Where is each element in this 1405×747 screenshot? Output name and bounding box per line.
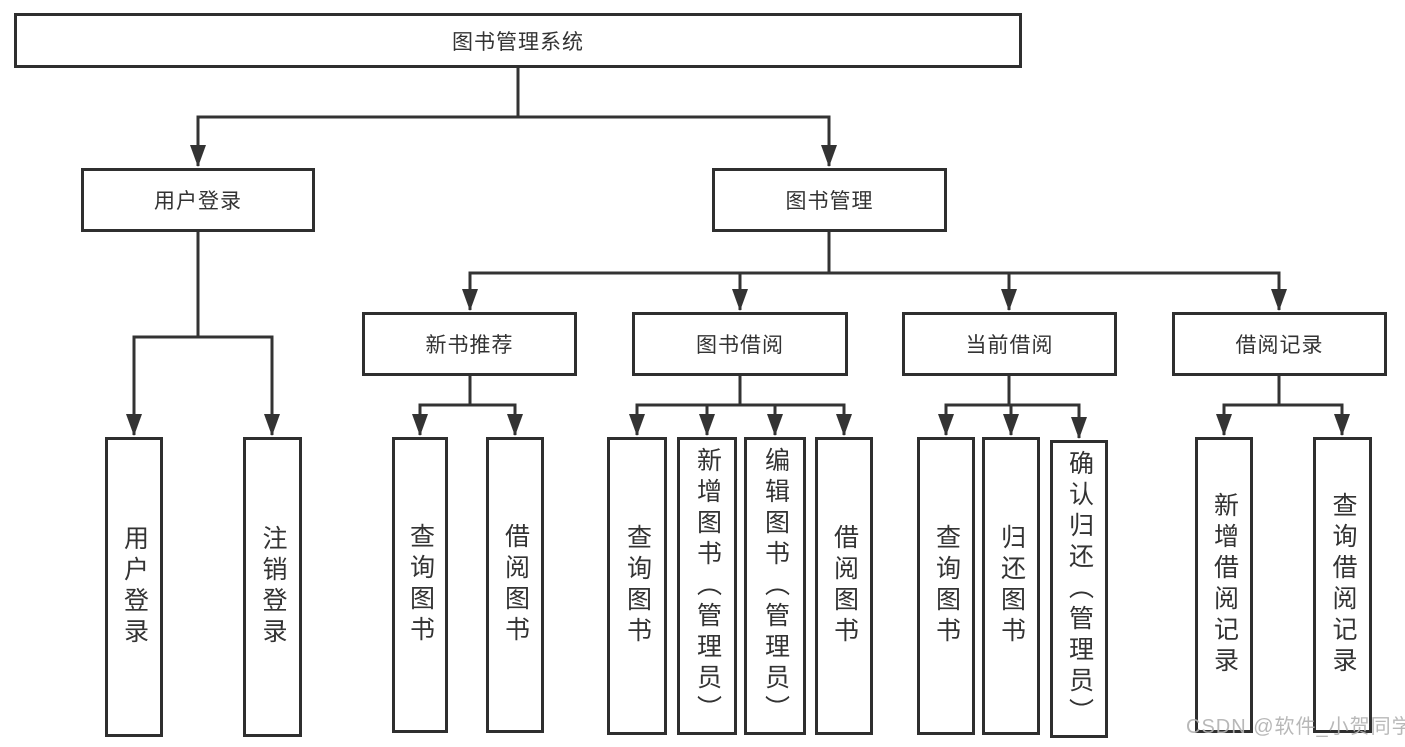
leaf-user-login-label: 用户登录: [120, 525, 149, 649]
leaf-borrow-books-borrowing: 借阅图书: [815, 437, 873, 735]
node-current-borrowing: 当前借阅: [902, 312, 1117, 376]
node-library-system-label: 图书管理系统: [452, 30, 584, 54]
leaf-edit-book-admin: 编辑图书（管理员）: [744, 437, 806, 735]
node-new-book-recommend-label: 新书推荐: [425, 334, 514, 357]
leaf-query-books-current: 查询图书: [917, 437, 975, 735]
node-user-login: 用户登录: [81, 168, 315, 232]
node-new-book-recommend: 新书推荐: [362, 312, 577, 376]
leaf-add-borrow-record: 新增借阅记录: [1195, 437, 1253, 733]
leaf-query-borrow-record: 查询借阅记录: [1313, 437, 1372, 733]
node-borrowing-records-label: 借阅记录: [1235, 334, 1324, 357]
leaf-confirm-return-admin-label: 确认归还（管理员）: [1065, 449, 1094, 729]
leaf-add-book-admin: 新增图书（管理员）: [677, 437, 737, 735]
leaf-borrow-books-recommend: 借阅图书: [486, 437, 544, 733]
node-current-borrowing-label: 当前借阅: [965, 334, 1054, 357]
leaf-logout: 注销登录: [243, 437, 302, 737]
leaf-query-books-borrowing: 查询图书: [607, 437, 667, 735]
leaf-add-borrow-record-label: 新增借阅记录: [1210, 492, 1239, 678]
leaf-query-books-current-label: 查询图书: [932, 524, 961, 648]
leaf-edit-book-admin-label: 编辑图书（管理员）: [761, 446, 790, 726]
leaf-borrow-books-recommend-label: 借阅图书: [501, 523, 530, 647]
node-user-login-label: 用户登录: [154, 190, 242, 213]
node-book-management: 图书管理: [712, 168, 947, 232]
leaf-confirm-return-admin: 确认归还（管理员）: [1050, 440, 1108, 738]
leaf-borrow-books-borrowing-label: 借阅图书: [830, 524, 859, 648]
leaf-add-book-admin-label: 新增图书（管理员）: [693, 446, 722, 726]
node-borrowing-records: 借阅记录: [1172, 312, 1387, 376]
leaf-query-books-recommend-label: 查询图书: [406, 523, 435, 647]
node-library-system: 图书管理系统: [14, 13, 1022, 68]
node-book-borrowing: 图书借阅: [632, 312, 848, 376]
leaf-return-books: 归还图书: [982, 437, 1040, 735]
leaf-query-books-borrowing-label: 查询图书: [623, 524, 652, 648]
leaf-user-login: 用户登录: [105, 437, 163, 737]
leaf-query-borrow-record-label: 查询借阅记录: [1329, 492, 1357, 678]
node-book-borrowing-label: 图书借阅: [696, 334, 784, 357]
leaf-logout-label: 注销登录: [259, 525, 287, 649]
csdn-watermark: CSDN @软件_小贺同学: [1186, 716, 1405, 738]
leaf-query-books-recommend: 查询图书: [392, 437, 448, 733]
leaf-return-books-label: 归还图书: [997, 524, 1026, 648]
node-book-management-label: 图书管理: [785, 190, 874, 213]
